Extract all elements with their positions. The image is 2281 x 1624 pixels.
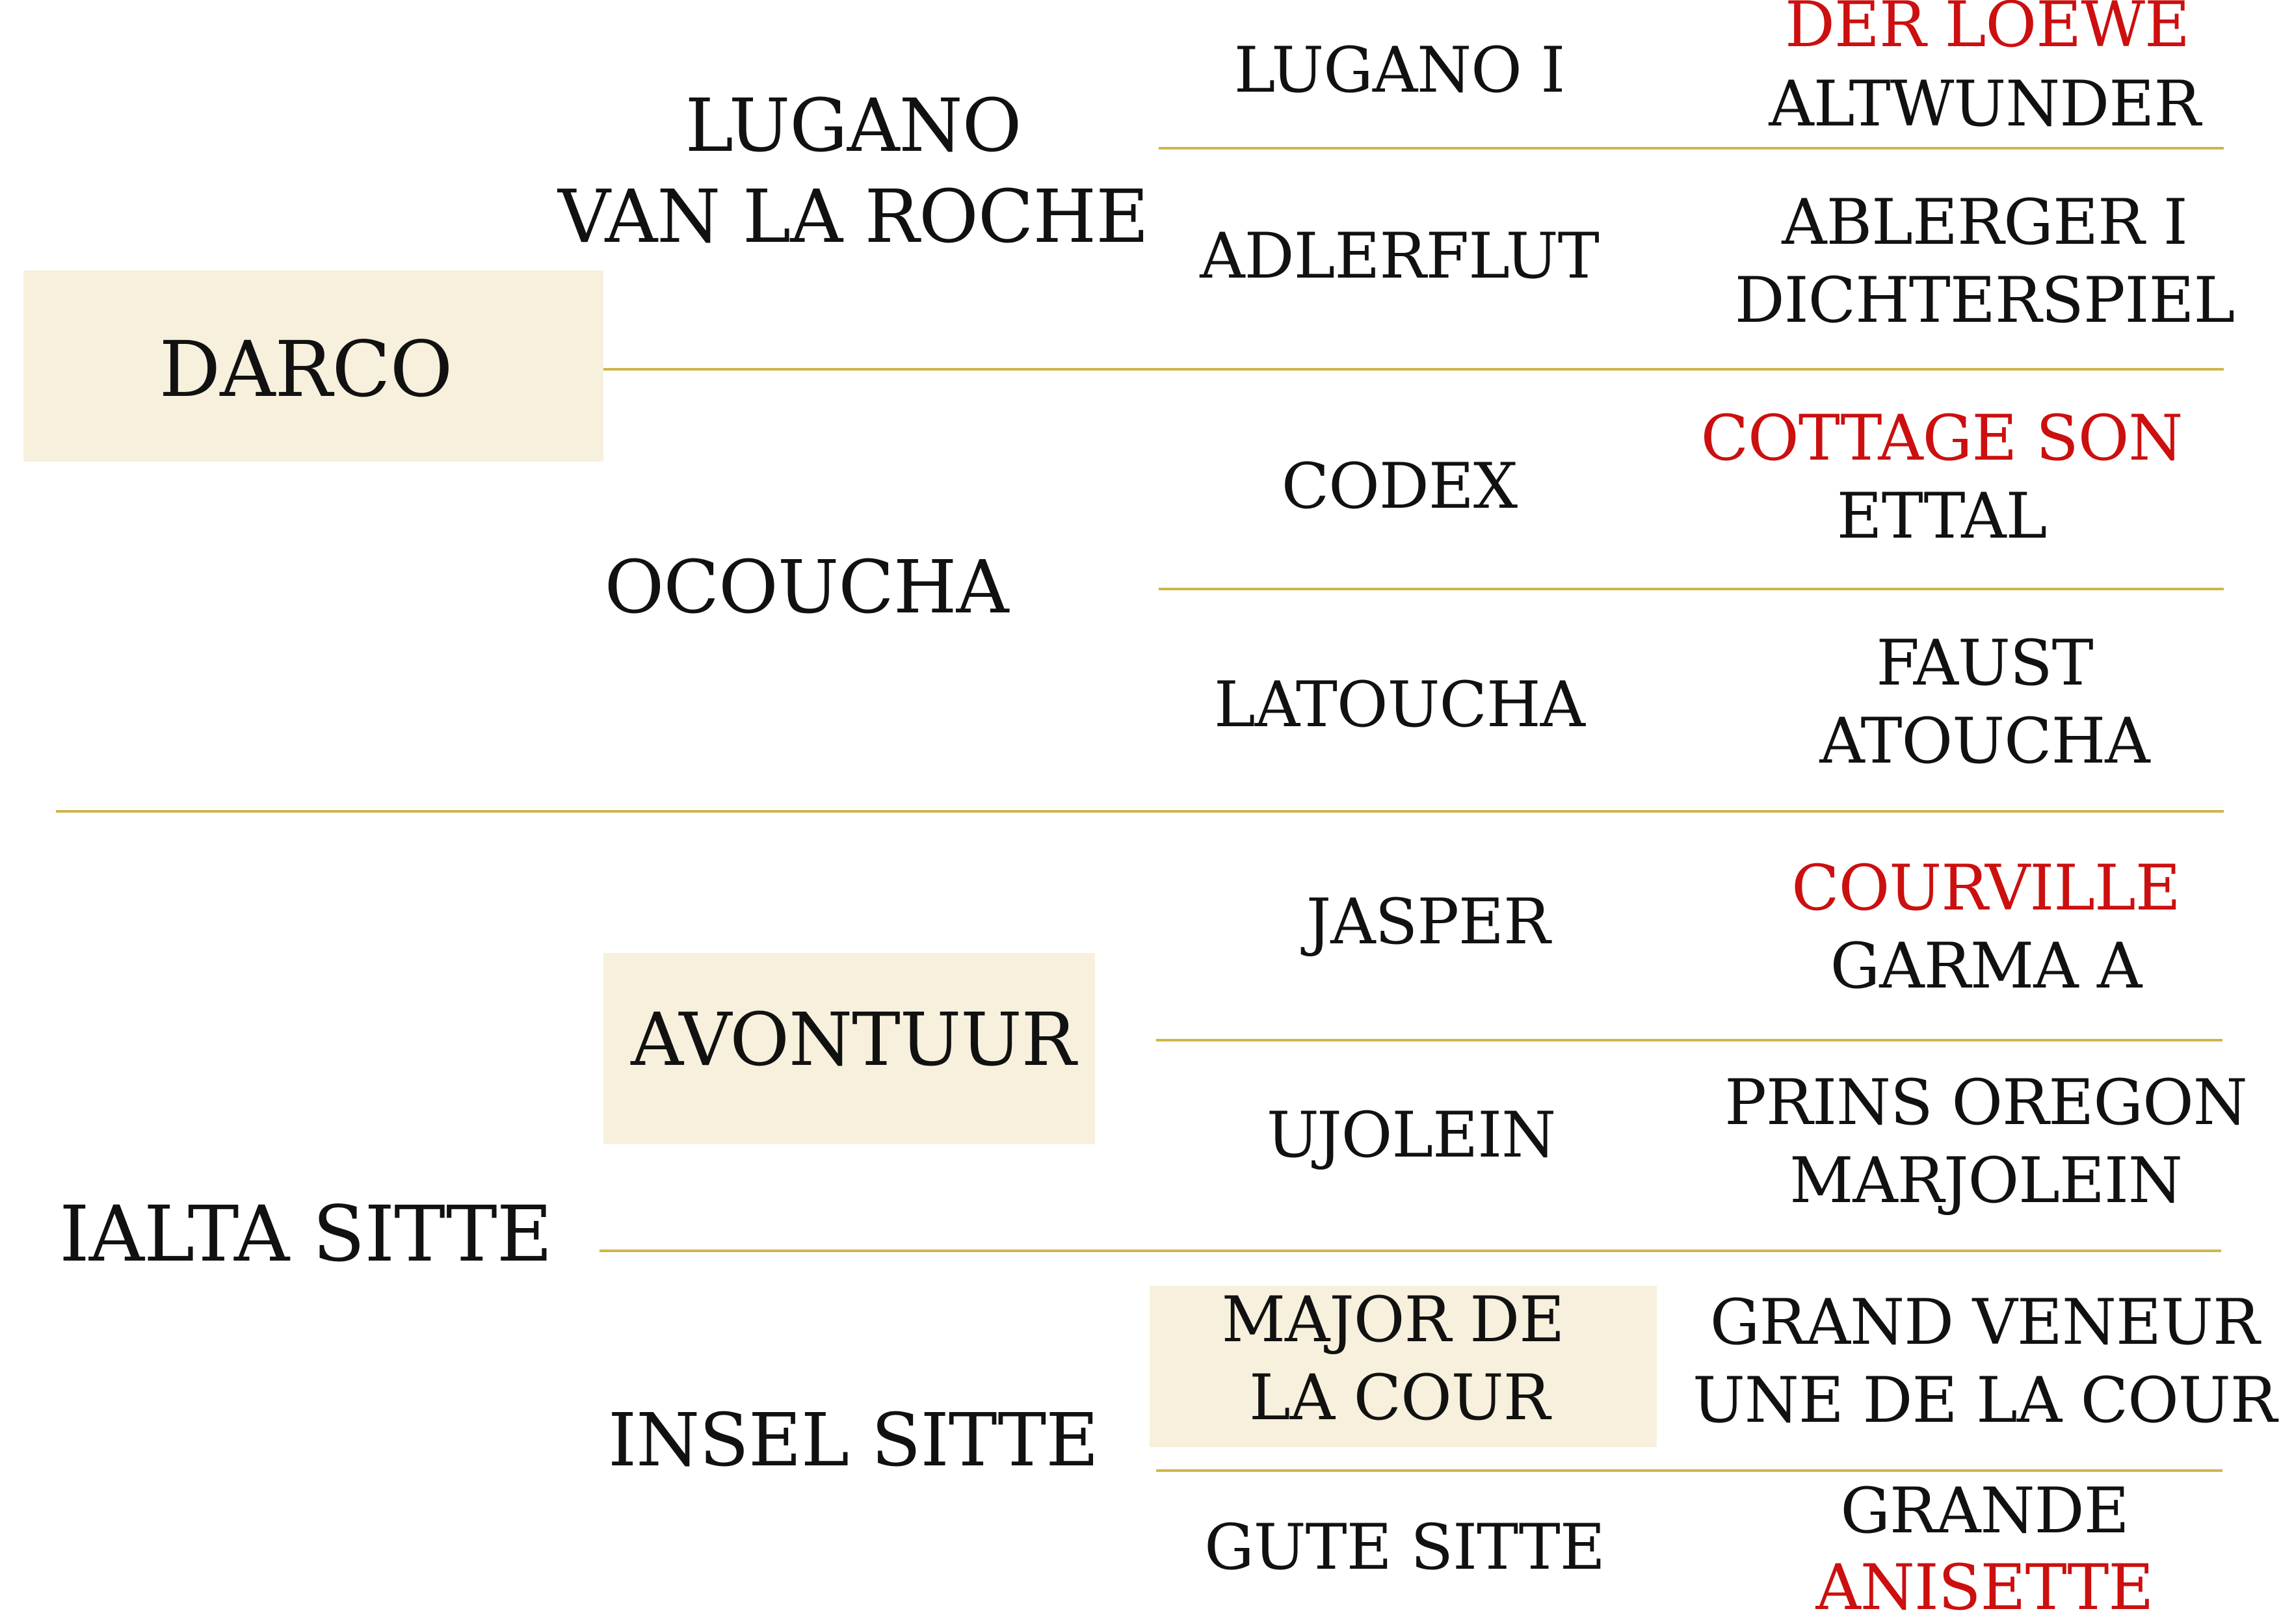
dam-dam-name: INSEL SITTE [608,1398,1099,1483]
sdd-dam-name: ATOUCHA [1819,705,2150,778]
sds-sire-name: COTTAGE SON [1700,402,2183,475]
divider-line [56,810,2224,813]
dss-dam-name: GARMA A [1830,930,2143,1002]
dss-sire-name: COURVILLE [1791,852,2181,924]
divider-line [603,368,2224,371]
ss-dam-name: ADLERFLUT [1200,220,1599,293]
ss-sire-name: LUGANO I [1233,34,1566,107]
highlight-major-de-la-cour [1150,1286,1657,1447]
sire-sire-name-line1: LUGANO [685,84,1022,168]
divider-line [600,1250,2221,1252]
sds-dam-name: ETTAL [1836,480,2048,553]
sire-name: DARCO [159,324,453,414]
divider-line [1156,1039,2222,1041]
dam-name: IALTA SITTE [59,1189,553,1279]
sd-dam-name: LATOUCHA [1214,668,1585,741]
ddd-sire-name-line1: GRANDE [1840,1474,2129,1547]
sire-dam-name: OCOUCHA [604,545,1009,630]
sire-sire-name-line2: VAN LA ROCHE [558,175,1149,259]
dsd-dam-name: MARJOLEIN [1789,1144,2183,1217]
divider-line [1159,588,2224,590]
ssd-dam-name: DICHTERSPIEL [1734,264,2235,337]
highlight-darco [23,270,603,462]
dsd-sire-name: PRINS OREGON [1724,1066,2248,1139]
dds-dam-name: UNE DE LA COUR [1693,1364,2277,1437]
divider-line [1156,1469,2222,1472]
dd-dam-name: GUTE SITTE [1204,1511,1605,1584]
highlight-avontuur [603,953,1095,1144]
ddd-sire-name-line2: ANISETTE [1815,1551,2154,1624]
ds-sire-name: JASPER [1306,885,1551,958]
sss-sire-name: DER LOEWE [1784,0,2190,61]
dd-sire-name-line1: MAJOR DE [1221,1283,1565,1356]
ds-dam-name: UJOLEIN [1266,1099,1556,1172]
sdd-sire-name: FAUST [1876,627,2093,700]
dds-sire-name: GRAND VENEUR [1709,1286,2260,1359]
dam-sire-name: AVONTUUR [631,998,1076,1082]
ssd-sire-name: ABLERGER I [1782,186,2187,259]
divider-line [1159,147,2224,150]
dd-sire-name-line2: LA COUR [1249,1361,1550,1434]
sd-sire-name: CODEX [1281,450,1518,523]
sss-dam-name: ALTWUNDER [1769,68,2200,140]
